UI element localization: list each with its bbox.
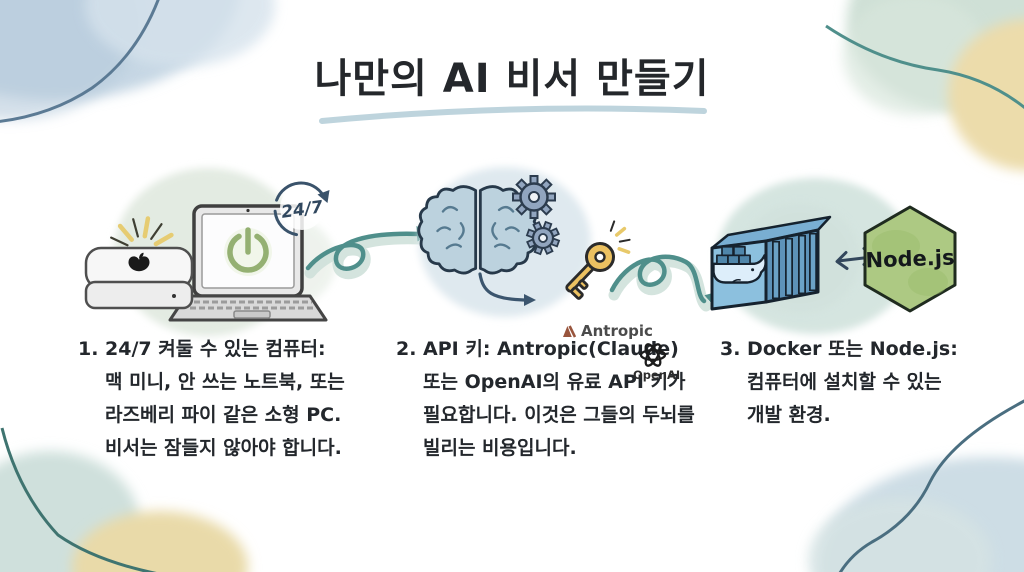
apple-logo-icon [128,252,150,272]
nodejs-label: Node.js [865,245,955,272]
step1-illustration: 24/7 [84,168,431,336]
gear-small-icon [525,220,561,256]
docker-container-icon [710,215,832,311]
curly-arrow-1-icon [304,226,431,280]
green-watercolor-blob [114,168,302,336]
anthropic-logo: Antropic [562,324,653,339]
double-arrow-icon [835,247,875,270]
curly-arrow-2-icon [608,254,720,312]
gear-large-icon [512,175,556,219]
key-icon [565,220,631,300]
container-slats [772,233,817,299]
power-icon [224,227,272,276]
nodejs-hexagon: Node.js [863,205,957,313]
shine-rays-icon [110,216,174,247]
step-line: 2. API 키: Antropic(Claude) [396,338,679,360]
brain-to-key-arrow-icon [478,272,536,306]
step-2-text: Antropic OpenAI 2. API 키: Antropic(Claud… [396,324,726,465]
openai-label: OpenAI [633,368,681,382]
step-line: 비서는 잠들지 않아야 합니다. [105,437,342,459]
brain-icon [417,185,539,275]
step-line: 컴퓨터에 설치할 수 있는 [747,371,942,393]
step-line: 1. 24/7 켜둘 수 있는 컴퓨터: [78,338,326,360]
step3-illustration: Node.js [710,178,957,334]
blue-watercolor-blob [419,167,591,317]
openai-logo-icon [639,343,667,367]
anthropic-logomark-icon [563,324,576,338]
step-line: 필요합니다. 이것은 그들의 두뇌를 [423,404,695,426]
teal-watercolor-blob [717,178,913,334]
anthropic-label: Antropic [581,322,653,340]
badge-24-7: 24/7 [273,181,330,237]
docker-whale-icon [712,245,767,284]
step-line: 빌리는 비용입니다. [423,437,577,459]
step2-illustration [417,167,720,317]
title-underline-swoosh [319,105,707,124]
page-title: 나만의 AI 비서 만들기 [314,56,710,102]
step-line: 라즈베리 파이 같은 소형 PC. [105,404,342,426]
step-1-text: 1. 24/7 켜둘 수 있는 컴퓨터: 맥 미니, 안 쓰는 노트북, 또는 … [78,333,345,465]
step-3-text: 3. Docker 또는 Node.js: 컴퓨터에 설치할 수 있는 개발 환… [720,333,958,432]
step-line: 개발 환경. [747,404,831,426]
key-shine-rays-icon [609,220,631,254]
badge-24-7-label: 24/7 [280,197,324,223]
step-line: 3. Docker 또는 Node.js: [720,338,958,360]
step-line: 맥 미니, 안 쓰는 노트북, 또는 [105,371,345,393]
step-line: 또는 OpenAI의 유료 API 키가 [423,371,686,393]
mac-mini-icon [84,246,194,310]
laptop-icon [168,204,328,322]
